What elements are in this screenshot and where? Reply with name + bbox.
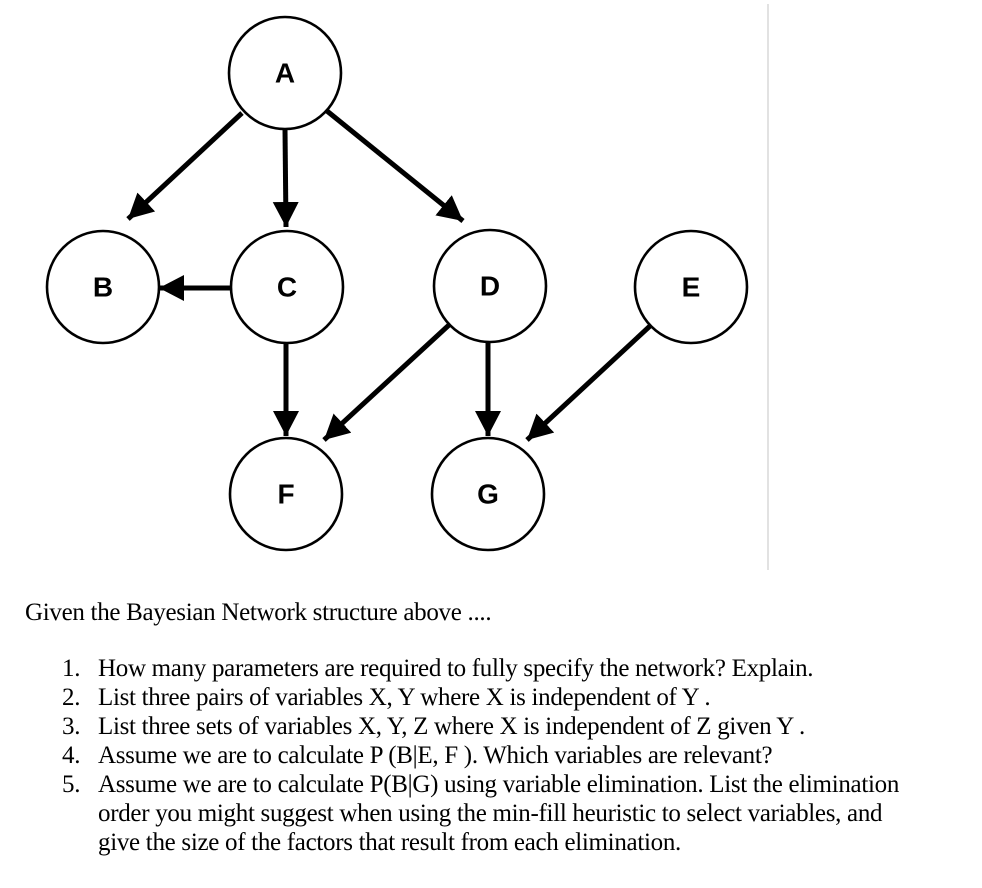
question-text: How many parameters are required to full… [98, 654, 982, 683]
intro-text: Given the Bayesian Network structure abo… [25, 599, 492, 626]
question-text: List three sets of variables X, Y, Z whe… [98, 712, 982, 741]
question-number: 1. [62, 655, 81, 682]
question-text-line: order you might suggest when using the m… [98, 800, 883, 827]
question-number: 4. [62, 742, 81, 769]
node-E: E [633, 229, 749, 345]
question-item-2: 2. List three pairs of variables X, Y wh… [0, 683, 982, 712]
node-label-G: G [477, 479, 499, 510]
nodes-layer: A B C D E F G [45, 15, 749, 552]
question-item-3: 3. List three sets of variables X, Y, Z … [0, 712, 982, 741]
question-text: Assume we are to calculate P(B|G) using … [98, 770, 982, 857]
edge-D-F [322, 323, 451, 442]
question-item-5: 5. Assume we are to calculate P(B|G) usi… [0, 770, 982, 857]
question-item-4: 4. Assume we are to calculate P (B|E, F … [0, 741, 982, 770]
node-circle-F [228, 436, 344, 552]
node-circle-A [227, 15, 343, 131]
question-text-line: List three pairs of variables X, Y where… [98, 684, 711, 711]
node-label-F: F [277, 479, 294, 510]
node-D: D [432, 228, 548, 344]
question-text-line: Assume we are to calculate P(B|G) using … [98, 771, 900, 798]
node-circle-G [430, 436, 546, 552]
edge-E-G [525, 324, 652, 442]
node-label-E: E [682, 272, 701, 303]
node-circle-C [229, 229, 345, 345]
question-text-line: give the size of the factors that result… [98, 829, 681, 856]
node-circle-B [45, 229, 161, 345]
node-label-C: C [277, 272, 297, 303]
question-text-line: How many parameters are required to full… [98, 655, 814, 682]
question-text: Assume we are to calculate P (B|E, F ). … [98, 741, 982, 770]
bayesian-network-diagram: A B C D E F G [45, 4, 769, 570]
question-item-1: 1. How many parameters are required to f… [0, 654, 982, 683]
node-F: F [228, 436, 344, 552]
node-label-A: A [275, 58, 295, 89]
edges-layer [126, 109, 652, 442]
question-list: 1. How many parameters are required to f… [0, 654, 982, 857]
question-number: 3. [62, 713, 81, 740]
question-text-line: List three sets of variables X, Y, Z whe… [98, 713, 806, 740]
edge-A-B [126, 111, 244, 221]
node-label-D: D [480, 271, 500, 302]
node-circle-E [633, 229, 749, 345]
node-C: C [229, 229, 345, 345]
node-circle-D [432, 228, 548, 344]
node-B: B [45, 229, 161, 345]
question-text: List three pairs of variables X, Y where… [98, 683, 982, 712]
question-text-line: Assume we are to calculate P (B|E, F ). … [98, 742, 773, 769]
node-A: A [227, 15, 343, 131]
question-number: 5. [62, 771, 81, 798]
edge-A-C [272, 128, 299, 228]
node-G: G [430, 436, 546, 552]
node-label-B: B [93, 272, 113, 303]
edge-A-D [325, 109, 465, 223]
question-number: 2. [62, 684, 81, 711]
